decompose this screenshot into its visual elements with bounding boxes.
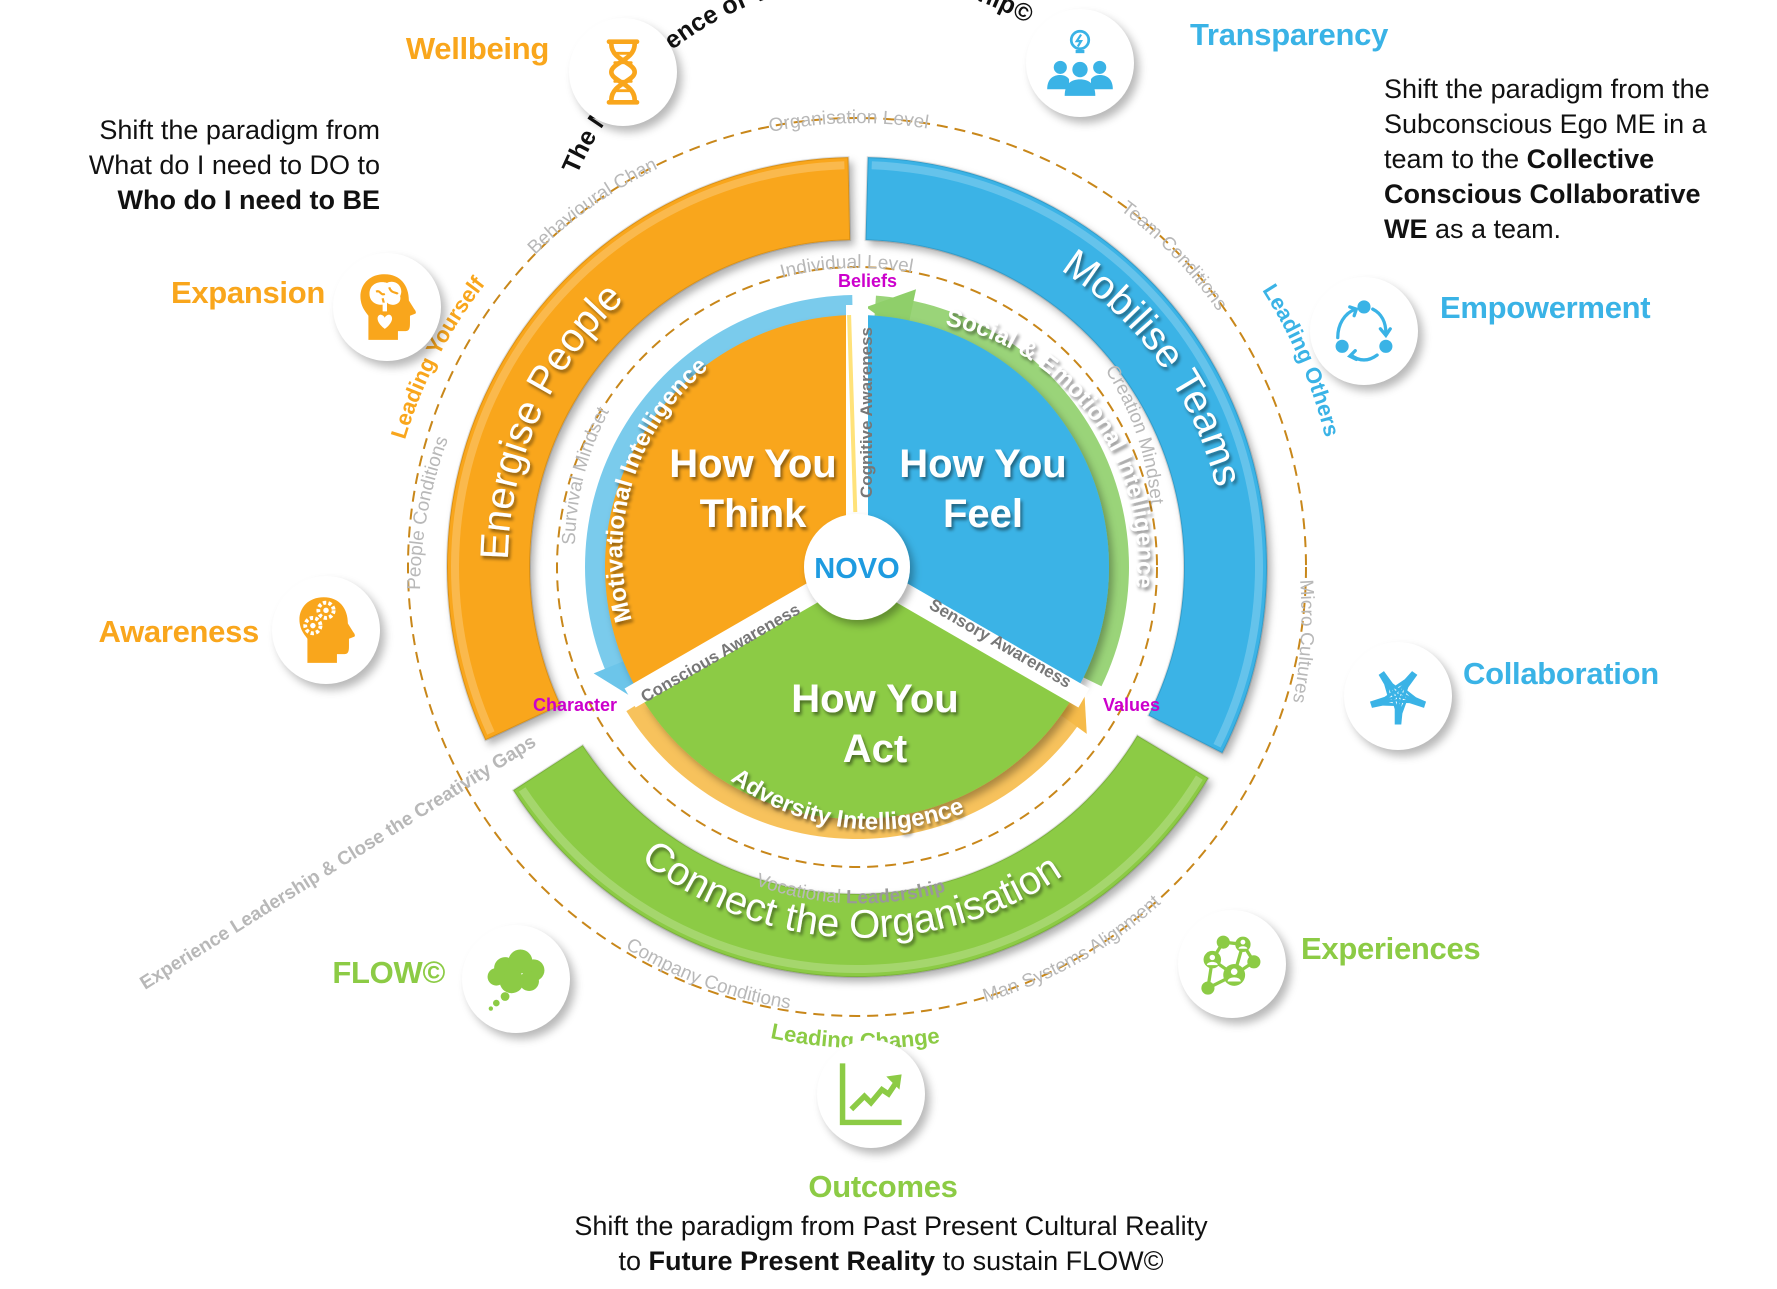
bottom-paradigm-line2: to Future Present Reality to sustain FLO… [618, 1246, 1164, 1276]
bottom-paradigm-line1: Shift the paradigm from Past Present Cul… [574, 1211, 1208, 1241]
transparency-label: Transparency [1190, 17, 1389, 52]
awareness-icon-bubble[interactable] [272, 576, 380, 684]
collaboration-icon-bubble[interactable] [1344, 642, 1452, 750]
right-paradigm-text: Shift the paradigm from the Subconscious… [1384, 72, 1710, 247]
energise-people-band-highlight [451, 161, 845, 735]
sector-act-label-2: Act [843, 727, 907, 771]
connect-organisation-band[interactable] [511, 734, 1210, 978]
sector-feel-label-2: Feel [943, 492, 1023, 536]
joined-hands-icon [1369, 671, 1427, 725]
right-paradigm-line3: team to the Collective [1384, 144, 1655, 174]
sector-act-label-1: How You [791, 677, 958, 721]
motivational-arrow [584, 295, 853, 682]
mobilise-teams-band-highlight [871, 161, 1263, 748]
right-paradigm-line5: WE as a team. [1384, 214, 1562, 244]
cycle-nodes-icon [1335, 300, 1393, 362]
right-paradigm-line2: Subconscious Ego ME in a [1384, 109, 1707, 139]
experiences-label: Experiences [1301, 931, 1481, 966]
adversity-arrow [626, 698, 1083, 839]
social-emotional-arrow [874, 295, 1129, 687]
novo-center-circle[interactable] [804, 514, 910, 620]
thought-cloud-icon [487, 949, 545, 1011]
sensory-divider [894, 582, 1090, 708]
organisation-level-label: Organisation Level [767, 107, 930, 137]
wellbeing-icon-bubble[interactable] [569, 18, 677, 126]
expansion-icon-bubble[interactable] [333, 253, 441, 361]
right-paradigm-line4: Conscious Collaborative [1384, 179, 1701, 209]
values-label: Values [1103, 695, 1160, 715]
empowerment-label: Empowerment [1440, 290, 1651, 325]
outcomes-icon-bubble[interactable] [817, 1040, 925, 1148]
character-label: Character [533, 695, 617, 715]
collaboration-label: Collaboration [1463, 656, 1659, 691]
empowerment-icon-bubble[interactable] [1310, 277, 1418, 385]
individual-level-ring [556, 266, 1158, 868]
left-paradigm-line2: What do I need to DO to [88, 150, 380, 180]
people-network-icon [1201, 935, 1261, 995]
bottom-paradigm-text: Shift the paradigm from Past Present Cul… [391, 1209, 1391, 1279]
gears-head-icon [299, 597, 355, 663]
organisation-level-ring [407, 117, 1307, 1017]
left-paradigm-text: Shift the paradigm from What do I need t… [89, 113, 380, 218]
sector-feel-label-1: How You [899, 442, 1066, 486]
right-paradigm-line1: Shift the paradigm from the [1384, 74, 1710, 104]
awareness-label: Awareness [98, 614, 260, 649]
transparency-icon-bubble[interactable] [1026, 9, 1134, 117]
conscious-divider [624, 582, 820, 708]
team-lightbulb-icon [1047, 29, 1113, 96]
how-you-act-sector[interactable] [643, 567, 1071, 820]
growth-chart-icon [839, 1063, 902, 1126]
cognitive-awareness-label: Cognitive Awareness [857, 327, 876, 498]
novo-center-label: NOVO [814, 553, 899, 585]
sector-dividers [624, 305, 1090, 708]
outcomes-label: Outcomes [808, 1169, 958, 1204]
experiences-icon-bubble[interactable] [1178, 910, 1286, 1018]
expansion-label: Expansion [170, 275, 325, 310]
outer-bands [446, 156, 1268, 978]
energise-people-band[interactable] [446, 156, 852, 742]
beliefs-label: Beliefs [838, 271, 897, 291]
flow-icon-bubble[interactable] [462, 925, 570, 1033]
left-paradigm-line3: Who do I need to BE [117, 185, 380, 215]
micro-cultures-label: Micro Cultures [1288, 579, 1317, 705]
sector-think-label-1: How You [669, 442, 836, 486]
brain-heart-head-icon [360, 274, 416, 340]
sector-think-label-2: Think [700, 492, 807, 536]
cognitive-divider-edge [847, 315, 858, 513]
dna-icon [606, 39, 640, 105]
wellbeing-label: Wellbeing [405, 31, 549, 66]
flow-label: FLOW© [332, 955, 445, 990]
left-paradigm-line1: Shift the paradigm from [99, 115, 380, 145]
